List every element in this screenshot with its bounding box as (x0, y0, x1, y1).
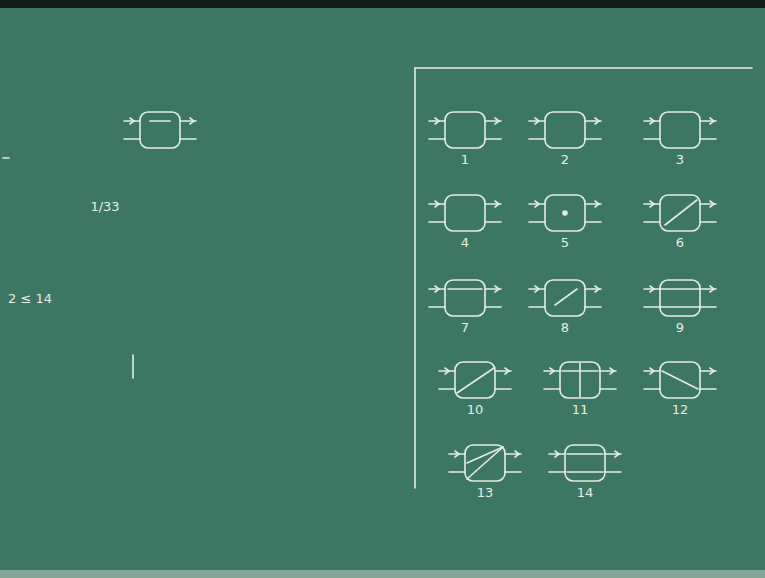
callout-number: 6 (676, 236, 684, 250)
chalk-note: 2 ≤ 14 (8, 292, 52, 306)
callout-number: 9 (676, 321, 684, 335)
callout-number: 7 (461, 321, 469, 335)
callout-number: 8 (561, 321, 569, 335)
callout-number: 10 (467, 403, 484, 417)
chalk-note: 1/33 (90, 200, 119, 214)
callout-number: 14 (577, 486, 594, 500)
callout-number: 12 (672, 403, 689, 417)
callout-number: 4 (461, 236, 469, 250)
callout-number: 13 (477, 486, 494, 500)
callout-number: 5 (561, 236, 569, 250)
callout-number: 11 (572, 403, 589, 417)
callout-number: 3 (676, 153, 684, 167)
callout-number: 2 (561, 153, 569, 167)
callout-number: 1 (461, 153, 469, 167)
